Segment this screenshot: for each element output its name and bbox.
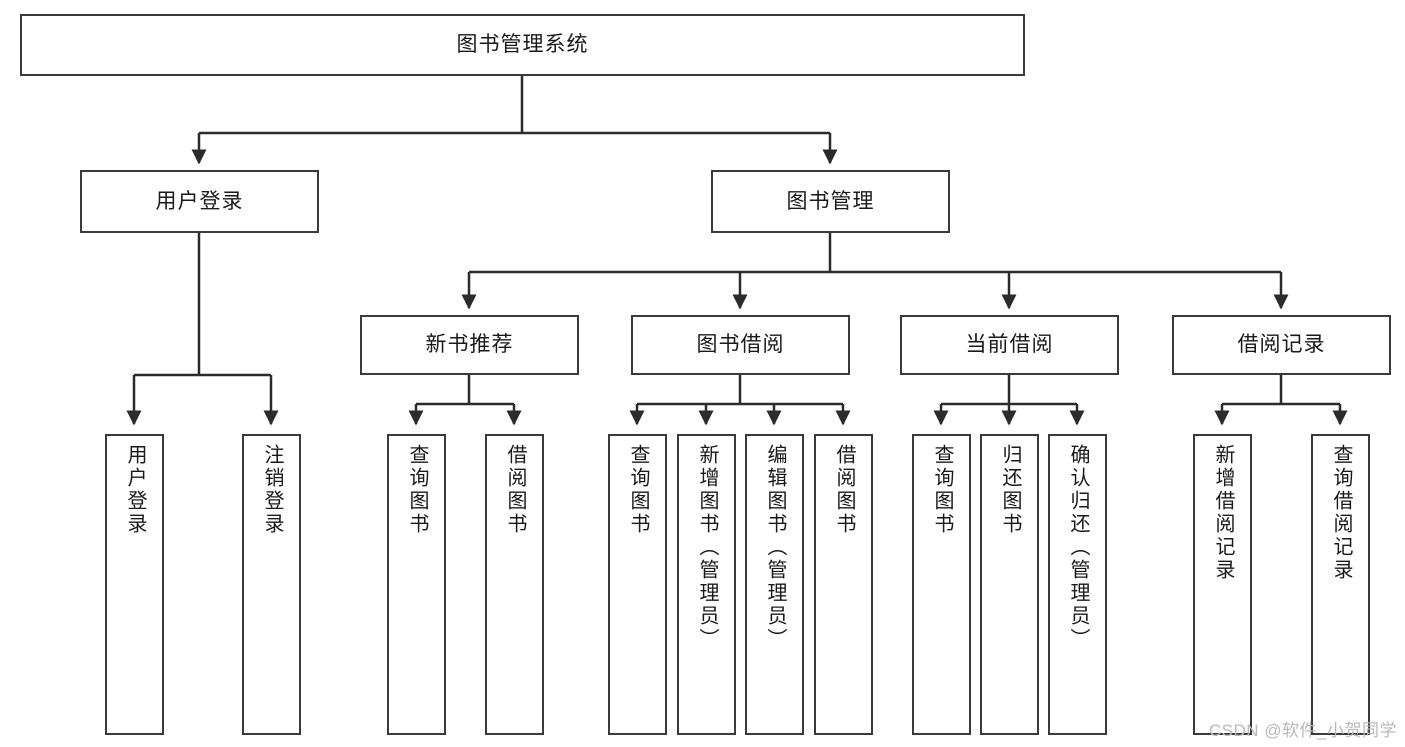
node-borrow-record[interactable]: 借阅记录 (1172, 315, 1391, 375)
leaf-user-login-login-label: 用户登录 (124, 444, 146, 536)
leaf-new-book-query[interactable]: 查询图书 (387, 434, 446, 735)
node-root-system[interactable]: 图书管理系统 (20, 14, 1025, 76)
node-new-book-recommend[interactable]: 新书推荐 (360, 315, 579, 375)
leaf-new-book-borrow[interactable]: 借阅图书 (485, 434, 544, 735)
node-borrow-record-label: 借阅记录 (1237, 333, 1326, 357)
node-new-book-recommend-label: 新书推荐 (425, 333, 514, 357)
node-book-management-label: 图书管理 (786, 189, 875, 213)
node-book-management[interactable]: 图书管理 (711, 170, 950, 233)
node-book-borrow[interactable]: 图书借阅 (631, 315, 850, 375)
csdn-watermark: CSDN @软件_小贺同学 (1208, 721, 1397, 740)
leaf-borrow-borrow-book-label: 借阅图书 (833, 444, 855, 536)
leaf-user-login-logout-label: 注销登录 (261, 444, 283, 536)
leaf-borrow-add-book[interactable]: 新增图书（管理员） (677, 434, 736, 735)
leaf-current-query-book[interactable]: 查询图书 (912, 434, 971, 735)
leaf-new-book-query-label: 查询图书 (406, 444, 428, 536)
node-root-system-label: 图书管理系统 (456, 33, 589, 57)
leaf-current-return-book-label: 归还图书 (999, 444, 1021, 536)
leaf-user-login-login[interactable]: 用户登录 (105, 434, 164, 735)
leaf-record-add-label: 新增借阅记录 (1212, 444, 1234, 582)
leaf-borrow-add-book-label: 新增图书（管理员） (696, 444, 718, 651)
leaf-current-query-book-label: 查询图书 (931, 444, 953, 536)
leaf-current-return-book[interactable]: 归还图书 (980, 434, 1039, 735)
node-book-borrow-label: 图书借阅 (696, 333, 785, 357)
leaf-record-add[interactable]: 新增借阅记录 (1193, 434, 1252, 735)
node-user-login-label: 用户登录 (155, 189, 244, 213)
leaf-borrow-borrow-book[interactable]: 借阅图书 (814, 434, 873, 735)
leaf-current-confirm-return-label: 确认归还（管理员） (1067, 444, 1089, 651)
leaf-user-login-logout[interactable]: 注销登录 (242, 434, 301, 735)
leaf-borrow-edit-book[interactable]: 编辑图书（管理员） (745, 434, 804, 735)
leaf-borrow-query-book-label: 查询图书 (627, 444, 649, 536)
leaf-borrow-edit-book-label: 编辑图书（管理员） (764, 444, 786, 651)
leaf-record-query-label: 查询借阅记录 (1330, 444, 1352, 582)
node-current-borrow[interactable]: 当前借阅 (900, 315, 1119, 375)
node-current-borrow-label: 当前借阅 (965, 333, 1054, 357)
node-user-login[interactable]: 用户登录 (80, 170, 319, 233)
leaf-record-query[interactable]: 查询借阅记录 (1311, 434, 1370, 735)
leaf-borrow-query-book[interactable]: 查询图书 (608, 434, 667, 735)
leaf-current-confirm-return[interactable]: 确认归还（管理员） (1048, 434, 1107, 735)
leaf-new-book-borrow-label: 借阅图书 (504, 444, 526, 536)
